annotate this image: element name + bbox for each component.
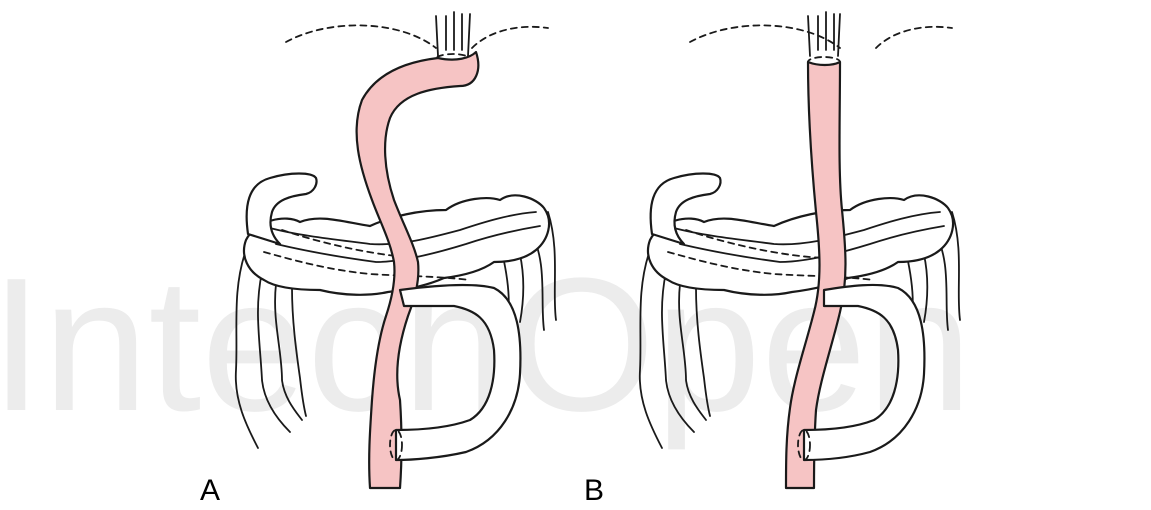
- panel-label-b: B: [584, 474, 604, 507]
- panel-label-a: A: [200, 474, 220, 507]
- esophageal-stump: [808, 12, 840, 67]
